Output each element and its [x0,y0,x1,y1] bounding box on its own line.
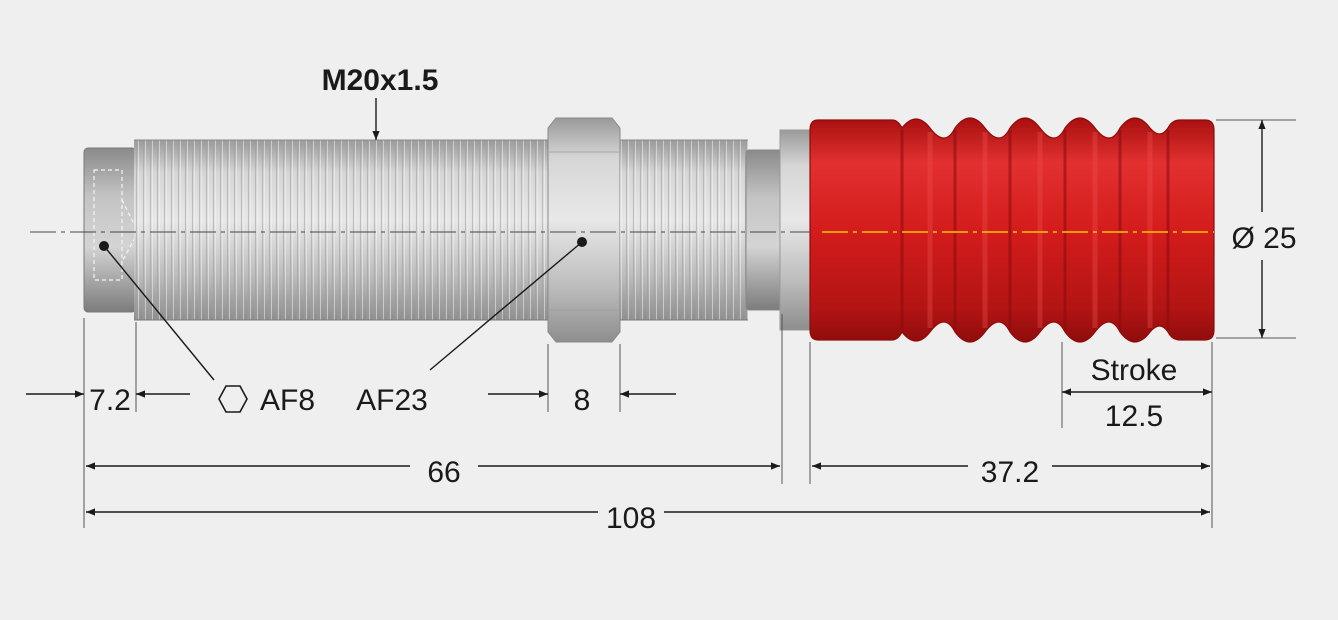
diameter-label: Ø 25 [1231,222,1296,255]
end-cap [83,147,139,313]
nut-label: AF23 [356,384,428,417]
threaded-body-rear [620,139,748,321]
thread-label: M20x1.5 [322,64,439,97]
lock-nut [547,117,621,343]
dim-bellows-length: 37.2 [981,456,1039,489]
threaded-body [134,139,550,321]
dim-stroke-value: 12.5 [1105,400,1163,433]
hex-icon [218,385,248,413]
red-bellows [809,117,1215,343]
dim-nut-width: 8 [574,384,591,417]
neck [745,129,813,331]
dim-total-length: 108 [606,502,656,535]
dim-body-length: 66 [427,456,460,489]
hex-socket-label: AF8 [260,384,315,417]
stroke-title: Stroke [1091,354,1178,387]
extension-lines [83,119,1296,528]
dim-end-length: 7.2 [89,384,131,417]
